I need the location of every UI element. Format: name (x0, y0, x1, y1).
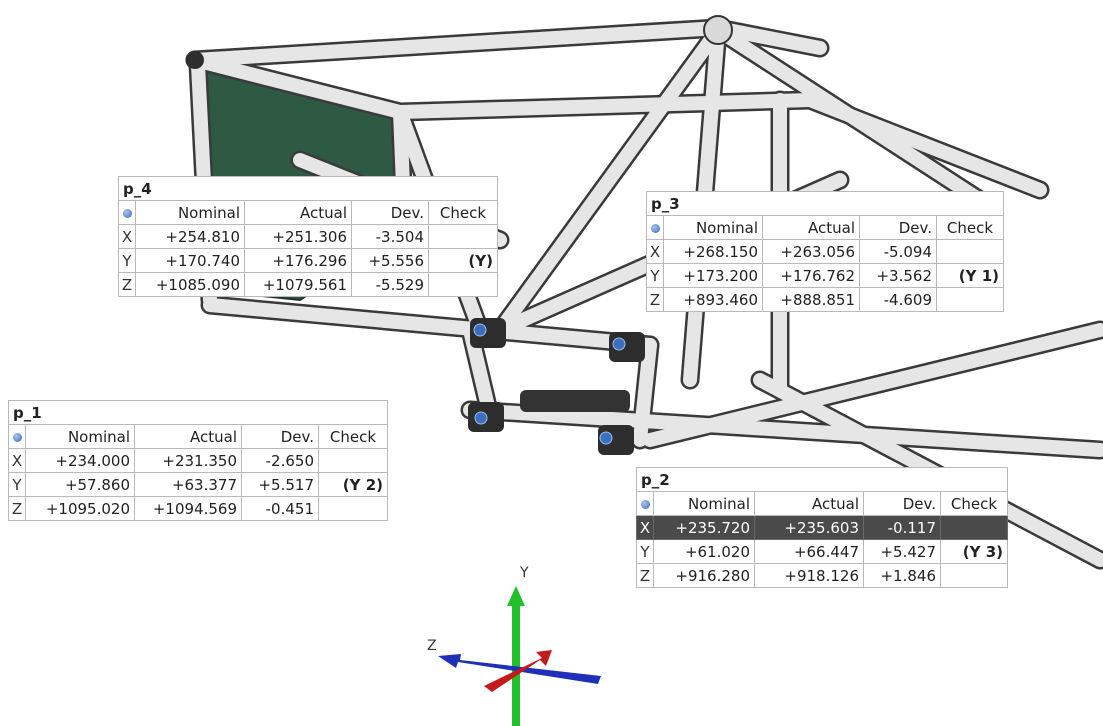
point-dot-icon (646, 215, 664, 240)
frame-node (703, 15, 733, 45)
x-axis-arrow (484, 650, 552, 692)
table-row-selected[interactable]: X +235.720 +235.603 -0.117 (636, 515, 1008, 540)
table-row[interactable]: Z +916.280 +918.126 +1.846 (636, 563, 1008, 588)
point-table-p3[interactable]: p_3 Nominal Actual Dev. Check X +268.150… (646, 191, 1004, 312)
table-row[interactable]: X +268.150 +263.056 -5.094 (646, 239, 1004, 264)
table-row[interactable]: X +254.810 +251.306 -3.504 (118, 224, 498, 249)
point-table-p2[interactable]: p_2 Nominal Actual Dev. Check X +235.720… (636, 467, 1008, 588)
table-row[interactable]: X +234.000 +231.350 -2.650 (8, 448, 388, 473)
y-axis-label: Y (520, 565, 529, 581)
table-row[interactable]: Y +170.740 +176.296 +5.556 (Y) (118, 248, 498, 273)
table-row[interactable]: Z +893.460 +888.851 -4.609 (646, 287, 1004, 312)
point-table-p4[interactable]: p_4 Nominal Actual Dev. Check X +254.810… (118, 176, 498, 297)
point-dot-icon (118, 200, 136, 225)
point-title: p_3 (646, 191, 763, 216)
point-title: p_1 (8, 400, 135, 425)
point-title: p_2 (636, 467, 755, 492)
point-title: p_4 (118, 176, 245, 201)
axis-triad (438, 586, 601, 726)
z-axis-label: Z (427, 638, 437, 654)
table-row[interactable]: Y +173.200 +176.762 +3.562 (Y 1) (646, 263, 1004, 288)
point-dot-icon (8, 424, 26, 449)
header-row: Nominal Actual Dev. Check (646, 215, 1004, 240)
header-row: Nominal Actual Dev. Check (636, 491, 1008, 516)
point-table-p1[interactable]: p_1 Nominal Actual Dev. Check X +234.000… (8, 400, 388, 521)
measure-points[interactable] (473, 323, 626, 445)
table-row[interactable]: Y +57.860 +63.377 +5.517 (Y 2) (8, 472, 388, 497)
frame-node (186, 51, 204, 69)
y-axis-arrow (507, 586, 525, 726)
point-dot-icon (636, 491, 654, 516)
table-row[interactable]: Z +1095.020 +1094.569 -0.451 (8, 496, 388, 521)
header-row: Nominal Actual Dev. Check (8, 424, 388, 449)
table-row[interactable]: Y +61.020 +66.447 +5.427 (Y 3) (636, 539, 1008, 564)
header-row: Nominal Actual Dev. Check (118, 200, 498, 225)
table-row[interactable]: Z +1085.090 +1079.561 -5.529 (118, 272, 498, 297)
